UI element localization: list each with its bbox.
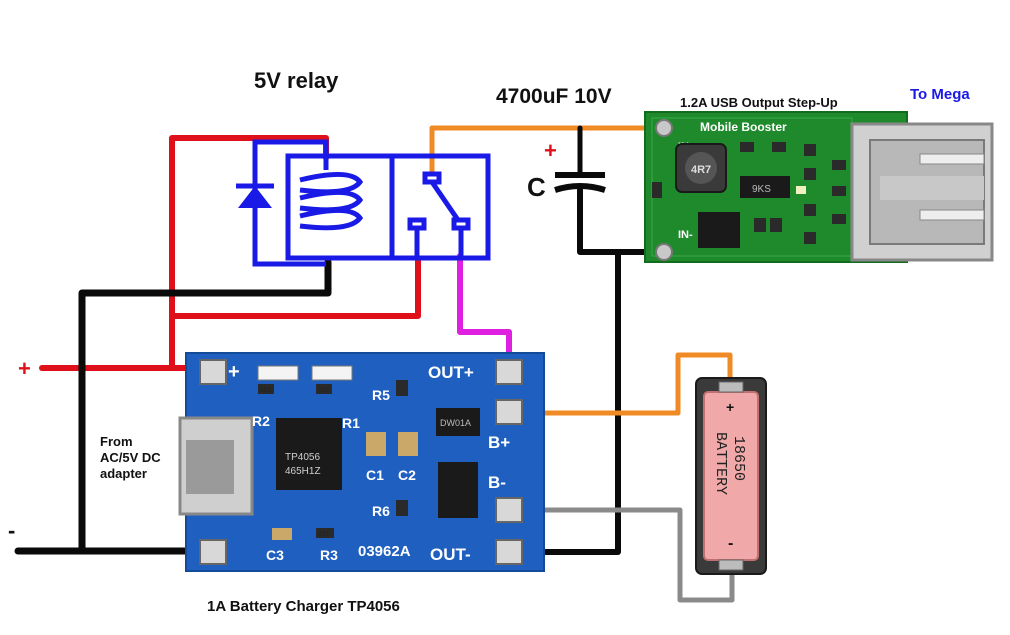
usb-tongue bbox=[880, 176, 984, 200]
res-221-code: 221 bbox=[318, 531, 330, 538]
relay-title: 5V relay bbox=[254, 68, 339, 93]
red-wire-no-contact bbox=[169, 257, 421, 319]
battery-terminal-bottom bbox=[718, 559, 744, 571]
res-102-code: 102 bbox=[318, 387, 330, 394]
usb-contact-upper bbox=[919, 153, 985, 165]
micro-usb-opening bbox=[186, 440, 234, 494]
charger-pad-out-minus bbox=[495, 539, 523, 565]
orange-wire-battery bbox=[502, 352, 733, 416]
charger-pad-minus bbox=[199, 539, 227, 565]
tp4056-chip bbox=[276, 418, 342, 490]
charger-pad-b-plus bbox=[495, 399, 523, 425]
booster-inductor-code: 4R7 bbox=[691, 164, 711, 176]
booster-pad-in-plus bbox=[655, 119, 673, 137]
cap-c1 bbox=[366, 432, 386, 456]
booster-brand: Mobile Booster bbox=[700, 120, 787, 134]
battery-label-line2: BATTERY bbox=[712, 432, 729, 495]
battery-holder: + - 18650 BATTERY bbox=[695, 377, 767, 575]
black-wire-relay-coil bbox=[78, 258, 332, 555]
relay-com-contact bbox=[422, 171, 442, 185]
silk-c3: C3 bbox=[266, 547, 284, 563]
to-mega-label: To Mega bbox=[910, 86, 970, 103]
battery-plus-sign: + bbox=[726, 399, 734, 415]
relay-switch-arm bbox=[429, 180, 461, 222]
silk-r3: R3 bbox=[320, 547, 338, 563]
battery-label-line1: 18650 bbox=[730, 436, 747, 481]
red-wire-relay-feed bbox=[169, 135, 329, 371]
relay-symbol bbox=[252, 139, 491, 267]
booster-led bbox=[796, 186, 806, 194]
booster-ic2 bbox=[698, 212, 740, 248]
charger-board: TP4056 465H1Z DW01A + OUT+ B+ B- OUT- 03… bbox=[178, 352, 545, 572]
booster-smd-parts bbox=[652, 142, 846, 244]
booster-inductor-core bbox=[685, 152, 717, 184]
cap-c3 bbox=[272, 528, 292, 540]
silk-r6: R6 bbox=[372, 503, 390, 519]
silk-c1: C1 bbox=[366, 467, 384, 483]
silk-c2: C2 bbox=[398, 467, 416, 483]
charger-pin-b-minus-label: B- bbox=[488, 473, 506, 492]
charger-board-code: 03962A bbox=[358, 543, 411, 560]
capacitor-symbol bbox=[554, 172, 606, 193]
relay-diode-loop bbox=[252, 139, 329, 267]
charger-title: 1A Battery Charger TP4056 bbox=[207, 598, 400, 615]
charger-pad-b-minus bbox=[495, 497, 523, 523]
booster-board: IN+ IN- Mobile Booster 4R7 9KS bbox=[644, 111, 994, 263]
protection-mosfet-code: DW01A bbox=[440, 418, 471, 428]
cap-c2 bbox=[398, 432, 418, 456]
protection-mosfet bbox=[436, 408, 480, 436]
cap-plate-bottom bbox=[554, 183, 606, 193]
res-201-code: 201 bbox=[260, 387, 272, 394]
charger-led1 bbox=[257, 365, 299, 381]
booster-ic bbox=[740, 176, 790, 198]
input-minus-sign: - bbox=[8, 518, 15, 543]
charger-pin-b-plus-label: B+ bbox=[488, 433, 510, 452]
silk-r5: R5 bbox=[372, 387, 390, 403]
charger-led2 bbox=[311, 365, 353, 381]
capacitor-plus-sign: + bbox=[544, 138, 557, 163]
adapter-note: From AC/5V DC adapter bbox=[100, 434, 161, 481]
black-wire-cap-neg bbox=[577, 187, 668, 255]
grey-wire-battery-neg bbox=[502, 507, 735, 603]
diode-triangle bbox=[238, 186, 272, 208]
relay-coil-box bbox=[285, 153, 491, 261]
charger-pad-plus bbox=[199, 359, 227, 385]
battery-terminal-top bbox=[718, 381, 744, 393]
charger-pin-plus-label: + bbox=[228, 361, 240, 383]
silk-r2: R2 bbox=[252, 413, 270, 429]
charger-pin-out-plus-label: OUT+ bbox=[428, 363, 474, 382]
capacitor-title: 4700uF 10V bbox=[496, 85, 612, 108]
booster-pad-in-minus bbox=[655, 243, 673, 261]
relay-coil-winding bbox=[299, 171, 364, 231]
charger-smd-parts bbox=[258, 380, 408, 538]
charger-pad-out-plus bbox=[495, 359, 523, 385]
booster-ic-code: 9KS bbox=[752, 184, 771, 195]
protection-ic bbox=[438, 462, 478, 518]
charger-pin-out-minus-label: OUT- bbox=[430, 545, 471, 564]
silk-r1: R1 bbox=[342, 415, 360, 431]
orange-wire-booster bbox=[429, 125, 667, 183]
tp4056-chip-line1: TP4056 bbox=[285, 452, 320, 463]
tp4056-chip-line2: 465H1Z bbox=[285, 466, 321, 477]
capacitor-letter: C bbox=[527, 172, 546, 202]
booster-pin-in-minus: IN- bbox=[678, 229, 693, 241]
booster-title: 1.2A USB Output Step-Up bbox=[680, 95, 838, 110]
input-plus-sign: + bbox=[18, 356, 31, 381]
relay-diode bbox=[236, 183, 274, 208]
battery-minus-sign: - bbox=[728, 535, 733, 552]
usb-contact-lower bbox=[919, 209, 985, 221]
relay-no-contact bbox=[407, 217, 427, 231]
